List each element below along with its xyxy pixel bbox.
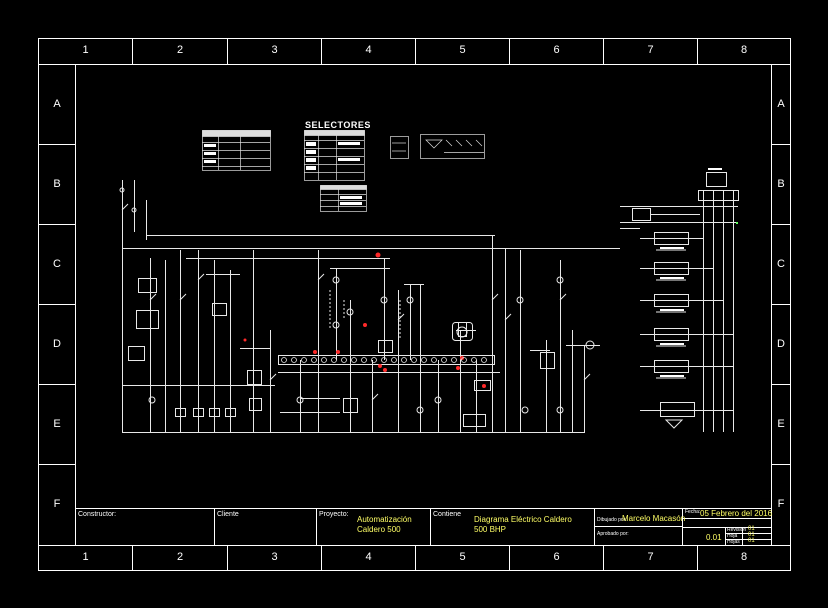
project-value-line1: Automatización bbox=[357, 515, 412, 524]
row-dividers bbox=[38, 144, 790, 465]
column-label-top-7: 7 bbox=[647, 44, 654, 56]
column-label-bottom-2: 2 bbox=[176, 551, 184, 563]
date-value: 05 Febrero del 2016 bbox=[700, 509, 773, 518]
sheets-label: Hojas bbox=[727, 539, 740, 545]
top-legend-tables bbox=[202, 130, 485, 212]
column-label-top-3: 3 bbox=[271, 44, 278, 56]
sheet-label: Hoja bbox=[727, 533, 738, 539]
row-label-left-d: D bbox=[53, 338, 61, 350]
approved-by-label: Aprobado por: bbox=[597, 531, 629, 537]
project-label: Proyecto: bbox=[319, 511, 349, 518]
column-label-top-4: 4 bbox=[365, 44, 372, 56]
column-label-bottom-6: 6 bbox=[553, 551, 560, 563]
column-dividers bbox=[132, 38, 698, 570]
row-label-right-c: C bbox=[777, 258, 785, 270]
table-black-cells bbox=[204, 142, 362, 205]
project-value-line2: Caldero 500 bbox=[357, 525, 401, 534]
column-label-bottom-3: 3 bbox=[271, 551, 278, 563]
main-schematic-wiring bbox=[119, 180, 620, 433]
motor-symbol bbox=[452, 322, 473, 341]
title-block-lines bbox=[75, 508, 772, 545]
column-label-top-8: 8 bbox=[740, 44, 748, 56]
drawing-number: 0.01 bbox=[706, 533, 722, 542]
right-ladder-labels bbox=[660, 168, 722, 377]
green-indicator bbox=[736, 222, 738, 224]
row-label-right-f: F bbox=[777, 498, 785, 510]
client-label: Cliente bbox=[217, 511, 239, 518]
row-label-left-c: C bbox=[53, 258, 61, 270]
outer-frame bbox=[38, 38, 791, 571]
constructor-label: Constructor: bbox=[78, 511, 117, 518]
row-label-right-d: D bbox=[777, 338, 785, 350]
sheet-value: 01 bbox=[748, 532, 755, 538]
column-label-top-1: 1 bbox=[82, 44, 89, 56]
row-label-left-b: B bbox=[53, 178, 61, 190]
inner-frame bbox=[75, 64, 772, 546]
drawn-by-value: Marcelo Macasón bbox=[622, 514, 686, 523]
row-label-right-b: B bbox=[777, 178, 785, 190]
row-label-right-e: E bbox=[777, 418, 785, 430]
column-label-bottom-7: 7 bbox=[647, 551, 654, 563]
revision-label: Revisión bbox=[727, 527, 747, 533]
column-label-top-6: 6 bbox=[553, 44, 560, 56]
column-label-top-2: 2 bbox=[176, 44, 184, 56]
right-ladder-schematic bbox=[620, 172, 739, 432]
row-label-left-a: A bbox=[53, 98, 61, 110]
column-label-bottom-1: 1 bbox=[82, 551, 89, 563]
selectors-title: SELECTORES bbox=[305, 120, 371, 130]
red-accent-nodes bbox=[243, 252, 486, 388]
revision-value: 01 bbox=[748, 526, 755, 532]
sheets-value: 01 bbox=[748, 538, 755, 544]
terminal-strip bbox=[281, 357, 487, 363]
content-label: Contiene bbox=[433, 511, 462, 518]
content-value-line2: 500 BHP bbox=[474, 525, 507, 534]
row-label-right-a: A bbox=[777, 98, 785, 110]
content-value-line1: Diagrama Eléctrico Caldero bbox=[474, 515, 572, 524]
drawn-by-label: Dibujado por: bbox=[597, 517, 627, 523]
row-label-left-f: F bbox=[53, 498, 61, 510]
column-label-bottom-5: 5 bbox=[459, 551, 466, 563]
column-label-bottom-4: 4 bbox=[365, 551, 372, 563]
column-label-bottom-8: 8 bbox=[740, 551, 748, 563]
date-label: Fecha: bbox=[685, 509, 701, 515]
row-label-left-e: E bbox=[53, 418, 61, 430]
column-label-top-5: 5 bbox=[459, 44, 466, 56]
